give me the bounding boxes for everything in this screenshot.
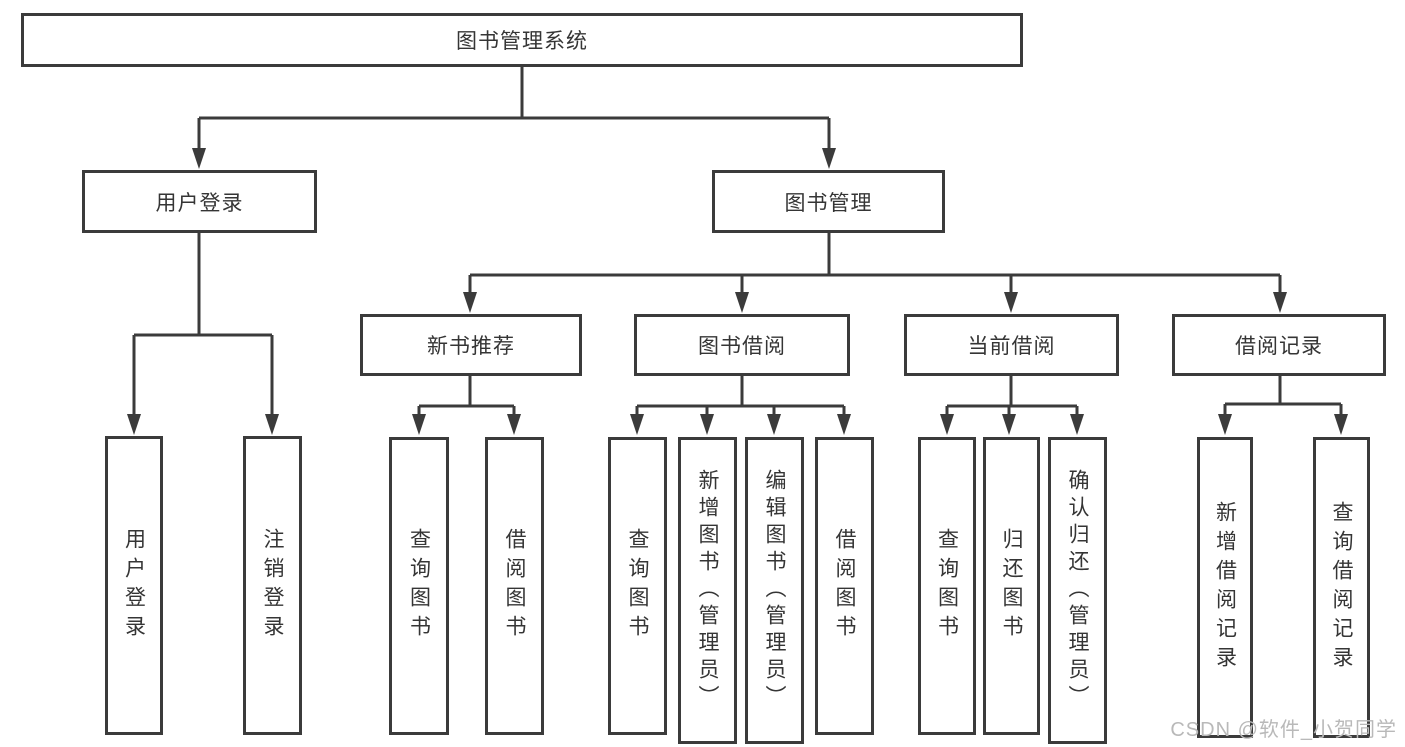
node-user-login-label: 用户登录 xyxy=(155,191,244,215)
connector-root-to-level2 xyxy=(197,67,831,151)
connector-user-login-branch xyxy=(132,233,274,417)
arrowheads-level4 xyxy=(412,414,1348,435)
leaf-logout: 注销登录 xyxy=(243,436,302,735)
leaf-add-borrow-record-label: 新增借阅记录 xyxy=(1213,500,1237,675)
node-book-borrow-label: 图书借阅 xyxy=(698,335,786,358)
node-new-book-recommend-label: 新书推荐 xyxy=(427,335,515,358)
node-borrow-records-label: 借阅记录 xyxy=(1235,335,1323,358)
leaf-edit-books-admin: 编辑图书（管理员） xyxy=(745,437,804,744)
leaf-borrow-books-label: 借阅图书 xyxy=(833,528,856,644)
node-book-management-label: 图书管理 xyxy=(784,191,873,215)
leaf-return-books-label: 归还图书 xyxy=(1000,528,1023,644)
leaf-borrow-books-recommend: 借阅图书 xyxy=(485,437,544,735)
connector-book-management-branch xyxy=(468,233,1282,295)
leaf-query-books-borrow: 查询图书 xyxy=(608,437,667,735)
connector-borrow-records-branch xyxy=(1223,376,1343,417)
leaf-borrow-books: 借阅图书 xyxy=(815,437,874,735)
leaf-confirm-return-admin: 确认归还（管理员） xyxy=(1048,437,1107,744)
leaf-add-books-admin-label: 新增图书（管理员） xyxy=(696,469,719,712)
node-user-login: 用户登录 xyxy=(82,170,317,233)
leaf-edit-books-admin-label: 编辑图书（管理员） xyxy=(763,469,786,712)
watermark: CSDN @软件_小贺同学 xyxy=(1170,719,1397,741)
leaf-query-books-recommend: 查询图书 xyxy=(389,437,449,735)
node-book-borrow: 图书借阅 xyxy=(634,314,850,376)
node-borrow-records: 借阅记录 xyxy=(1172,314,1386,376)
leaf-borrow-books-recommend-label: 借阅图书 xyxy=(503,528,526,644)
connector-new-book-branch xyxy=(417,376,516,417)
arrowheads-level3 xyxy=(463,292,1287,313)
connector-current-borrow-branch xyxy=(945,376,1079,417)
leaf-query-borrow-record: 查询借阅记录 xyxy=(1313,437,1370,738)
leaf-query-books-current-label: 查询图书 xyxy=(935,528,959,644)
node-book-management: 图书管理 xyxy=(712,170,945,233)
node-new-book-recommend: 新书推荐 xyxy=(360,314,582,376)
leaf-query-books-current: 查询图书 xyxy=(918,437,976,735)
arrowheads-user-login-branch xyxy=(127,414,279,435)
leaf-user-login: 用户登录 xyxy=(105,436,163,735)
leaf-return-books: 归还图书 xyxy=(983,437,1040,735)
node-current-borrow: 当前借阅 xyxy=(904,314,1119,376)
leaf-confirm-return-admin-label: 确认归还（管理员） xyxy=(1066,469,1089,712)
leaf-logout-label: 注销登录 xyxy=(261,527,284,644)
leaf-add-books-admin: 新增图书（管理员） xyxy=(678,437,737,744)
leaf-query-books-recommend-label: 查询图书 xyxy=(407,528,431,644)
leaf-query-books-borrow-label: 查询图书 xyxy=(626,528,649,644)
leaf-user-login-label: 用户登录 xyxy=(122,527,146,644)
node-root-system-label: 图书管理系统 xyxy=(456,30,588,53)
node-root-system: 图书管理系统 xyxy=(21,13,1023,67)
arrowheads-level2 xyxy=(192,148,836,169)
node-current-borrow-label: 当前借阅 xyxy=(967,335,1056,358)
connector-book-borrow-branch xyxy=(635,376,846,417)
leaf-query-borrow-record-label: 查询借阅记录 xyxy=(1330,500,1353,675)
leaf-add-borrow-record: 新增借阅记录 xyxy=(1197,437,1253,738)
